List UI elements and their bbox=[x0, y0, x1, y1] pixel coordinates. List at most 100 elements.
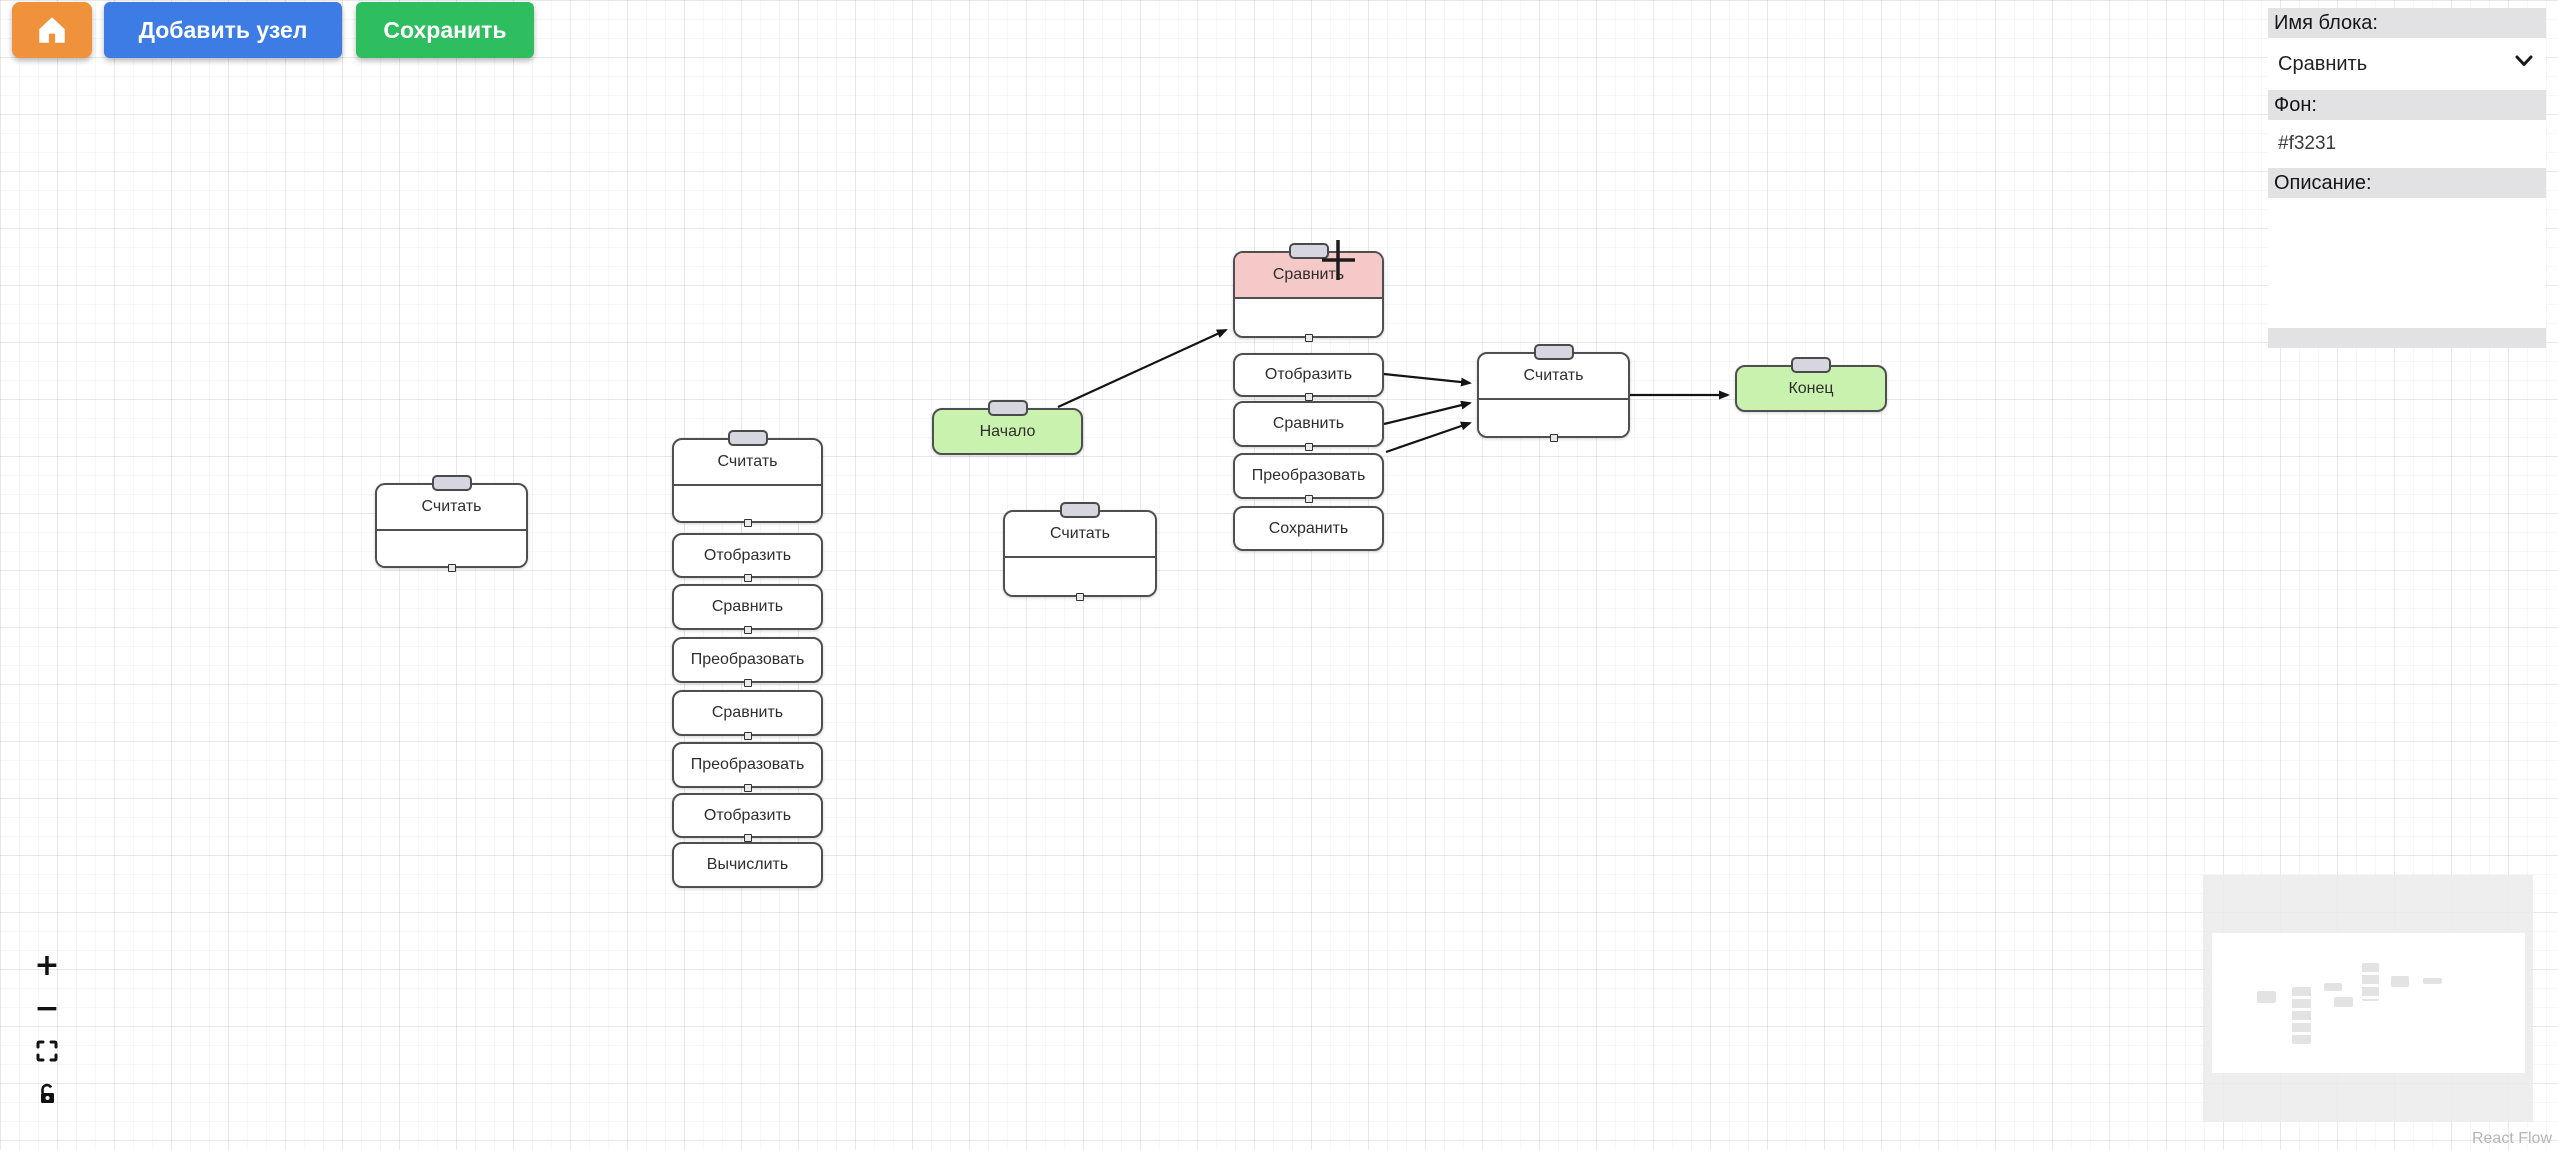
minimap[interactable] bbox=[2203, 875, 2533, 1122]
minimap-node-mark bbox=[2391, 976, 2409, 987]
node-handle-top[interactable] bbox=[1060, 502, 1100, 518]
zoom-out-button[interactable]: − bbox=[30, 990, 64, 1026]
flow-node-read-right[interactable]: Считать bbox=[1477, 344, 1630, 442]
flow-node-save-b1[interactable]: Сохранить bbox=[1233, 506, 1384, 551]
node-label: Конец bbox=[1788, 379, 1834, 397]
lock-button[interactable] bbox=[30, 1077, 64, 1111]
minimap-viewport[interactable] bbox=[2212, 933, 2525, 1073]
node-handle-top[interactable] bbox=[987, 400, 1028, 416]
minimap-node-mark bbox=[2257, 991, 2276, 1003]
node-label: Отобразить bbox=[703, 546, 792, 564]
zoom-in-button[interactable]: + bbox=[30, 947, 64, 983]
node-handle-bottom[interactable] bbox=[1076, 593, 1084, 601]
node-handle-top[interactable] bbox=[727, 430, 768, 446]
node-handle-bottom[interactable] bbox=[447, 564, 456, 572]
minimap-node-mark bbox=[2334, 997, 2353, 1007]
node-handle-bottom[interactable] bbox=[743, 519, 752, 527]
node-label: Считать bbox=[421, 498, 482, 515]
flow-edge-start-to-compare[interactable] bbox=[1057, 329, 1228, 408]
flow-node-calculate-a[interactable]: Вычислить bbox=[672, 842, 823, 888]
node-handle-bottom[interactable] bbox=[743, 834, 752, 842]
node-label: Сравнить bbox=[711, 598, 784, 615]
flow-edge-transform-to-read[interactable] bbox=[1385, 421, 1472, 454]
node-handle-bottom[interactable] bbox=[1549, 434, 1558, 442]
node-header: Считать bbox=[1005, 512, 1155, 558]
node-handle-bottom[interactable] bbox=[1304, 393, 1313, 401]
node-handle-bottom[interactable] bbox=[743, 679, 752, 687]
node-label: Считать bbox=[1049, 525, 1110, 542]
block-name-select[interactable]: Сравнить bbox=[2268, 38, 2546, 90]
flow-node-transform-a1[interactable]: Преобразовать bbox=[672, 637, 823, 687]
description-textarea[interactable] bbox=[2268, 198, 2546, 328]
minus-icon: − bbox=[34, 990, 60, 1026]
minimap-node-mark bbox=[2324, 983, 2342, 991]
node-handle-bottom[interactable] bbox=[1304, 443, 1313, 451]
node-body bbox=[1005, 558, 1155, 595]
flow-edge-compare-to-read[interactable] bbox=[1383, 400, 1472, 426]
node-handle-bottom[interactable] bbox=[743, 732, 752, 740]
background-label: Фон: bbox=[2274, 94, 2317, 116]
flow-edge-display-to-read[interactable] bbox=[1383, 372, 1472, 387]
flow-node-display-a1[interactable]: Отобразить bbox=[672, 533, 823, 582]
minimap-node-mark bbox=[2362, 963, 2379, 1001]
description-label: Описание: bbox=[2274, 172, 2372, 194]
flow-node-display-a2[interactable]: Отобразить bbox=[672, 793, 823, 842]
node-handle-bottom[interactable] bbox=[1304, 334, 1313, 342]
node-handle-top[interactable] bbox=[1288, 243, 1329, 259]
node-handle-bottom[interactable] bbox=[743, 626, 752, 634]
flow-node-end[interactable]: Конец bbox=[1735, 357, 1887, 412]
node-label: Сравнить bbox=[1272, 415, 1345, 432]
node-label: Преобразовать bbox=[690, 756, 805, 773]
node-label: Считать bbox=[1523, 367, 1584, 384]
minimap-node-mark bbox=[2423, 978, 2442, 984]
flow-node-display-b1[interactable]: Отобразить bbox=[1233, 353, 1384, 401]
background-input[interactable] bbox=[2268, 120, 2546, 168]
node-handle-bottom[interactable] bbox=[743, 574, 752, 582]
node-handle-top[interactable] bbox=[1533, 344, 1574, 360]
node-body bbox=[1235, 299, 1382, 336]
node-body bbox=[377, 531, 526, 566]
node-label: Преобразовать bbox=[690, 651, 805, 668]
node-handle-bottom[interactable] bbox=[743, 784, 752, 792]
flow-node-transform-b1[interactable]: Преобразовать bbox=[1233, 453, 1384, 503]
node-header: Сравнить bbox=[1235, 253, 1382, 299]
node-label: Сравнить bbox=[1272, 266, 1345, 283]
node-handle-top[interactable] bbox=[1791, 357, 1831, 373]
flow-node-compare-b1[interactable]: Сравнить bbox=[1233, 401, 1384, 451]
node-label: Считать bbox=[717, 453, 778, 470]
flow-node-compare-a1[interactable]: Сравнить bbox=[672, 584, 823, 634]
add-node-button[interactable]: Добавить узел bbox=[104, 2, 342, 58]
node-label: Вычислить bbox=[706, 856, 789, 873]
save-button[interactable]: Сохранить bbox=[356, 2, 534, 58]
node-label: Начало bbox=[979, 422, 1036, 440]
minimap-node-mark bbox=[2292, 987, 2311, 1044]
node-handle-top[interactable] bbox=[431, 475, 472, 491]
node-label: Сравнить bbox=[711, 704, 784, 721]
node-body bbox=[674, 486, 821, 521]
flow-node-start[interactable]: Начало bbox=[932, 400, 1083, 455]
node-header: Считать bbox=[1479, 354, 1628, 400]
react-flow-attribution: React Flow bbox=[2471, 1130, 2552, 1147]
node-handle-bottom[interactable] bbox=[1304, 495, 1313, 503]
node-label: Сохранить bbox=[1268, 519, 1349, 537]
block-name-label: Имя блока: bbox=[2274, 12, 2378, 34]
plus-icon: + bbox=[34, 947, 60, 983]
node-label: Преобразовать bbox=[1251, 467, 1366, 484]
flow-node-read-stack-a[interactable]: Считать bbox=[672, 430, 823, 527]
flow-node-compare-a2[interactable]: Сравнить bbox=[672, 690, 823, 740]
flow-node-read-mid[interactable]: Считать bbox=[1003, 502, 1157, 601]
flow-node-read-far-left[interactable]: Считать bbox=[375, 475, 528, 572]
node-header: Считать bbox=[674, 440, 821, 486]
flow-node-compare-selected[interactable]: Сравнить bbox=[1233, 243, 1384, 342]
canvas-controls: + − bbox=[30, 948, 64, 1120]
fit-view-button[interactable] bbox=[30, 1034, 64, 1068]
flow-node-transform-a2[interactable]: Преобразовать bbox=[672, 742, 823, 792]
home-button[interactable] bbox=[12, 2, 92, 58]
node-label: Отобразить bbox=[703, 806, 792, 824]
home-icon bbox=[39, 17, 65, 43]
node-body bbox=[1479, 400, 1628, 436]
node-header: Считать bbox=[377, 485, 526, 531]
properties-panel: Имя блока: Сравнить Фон: Описание: bbox=[2268, 8, 2546, 348]
